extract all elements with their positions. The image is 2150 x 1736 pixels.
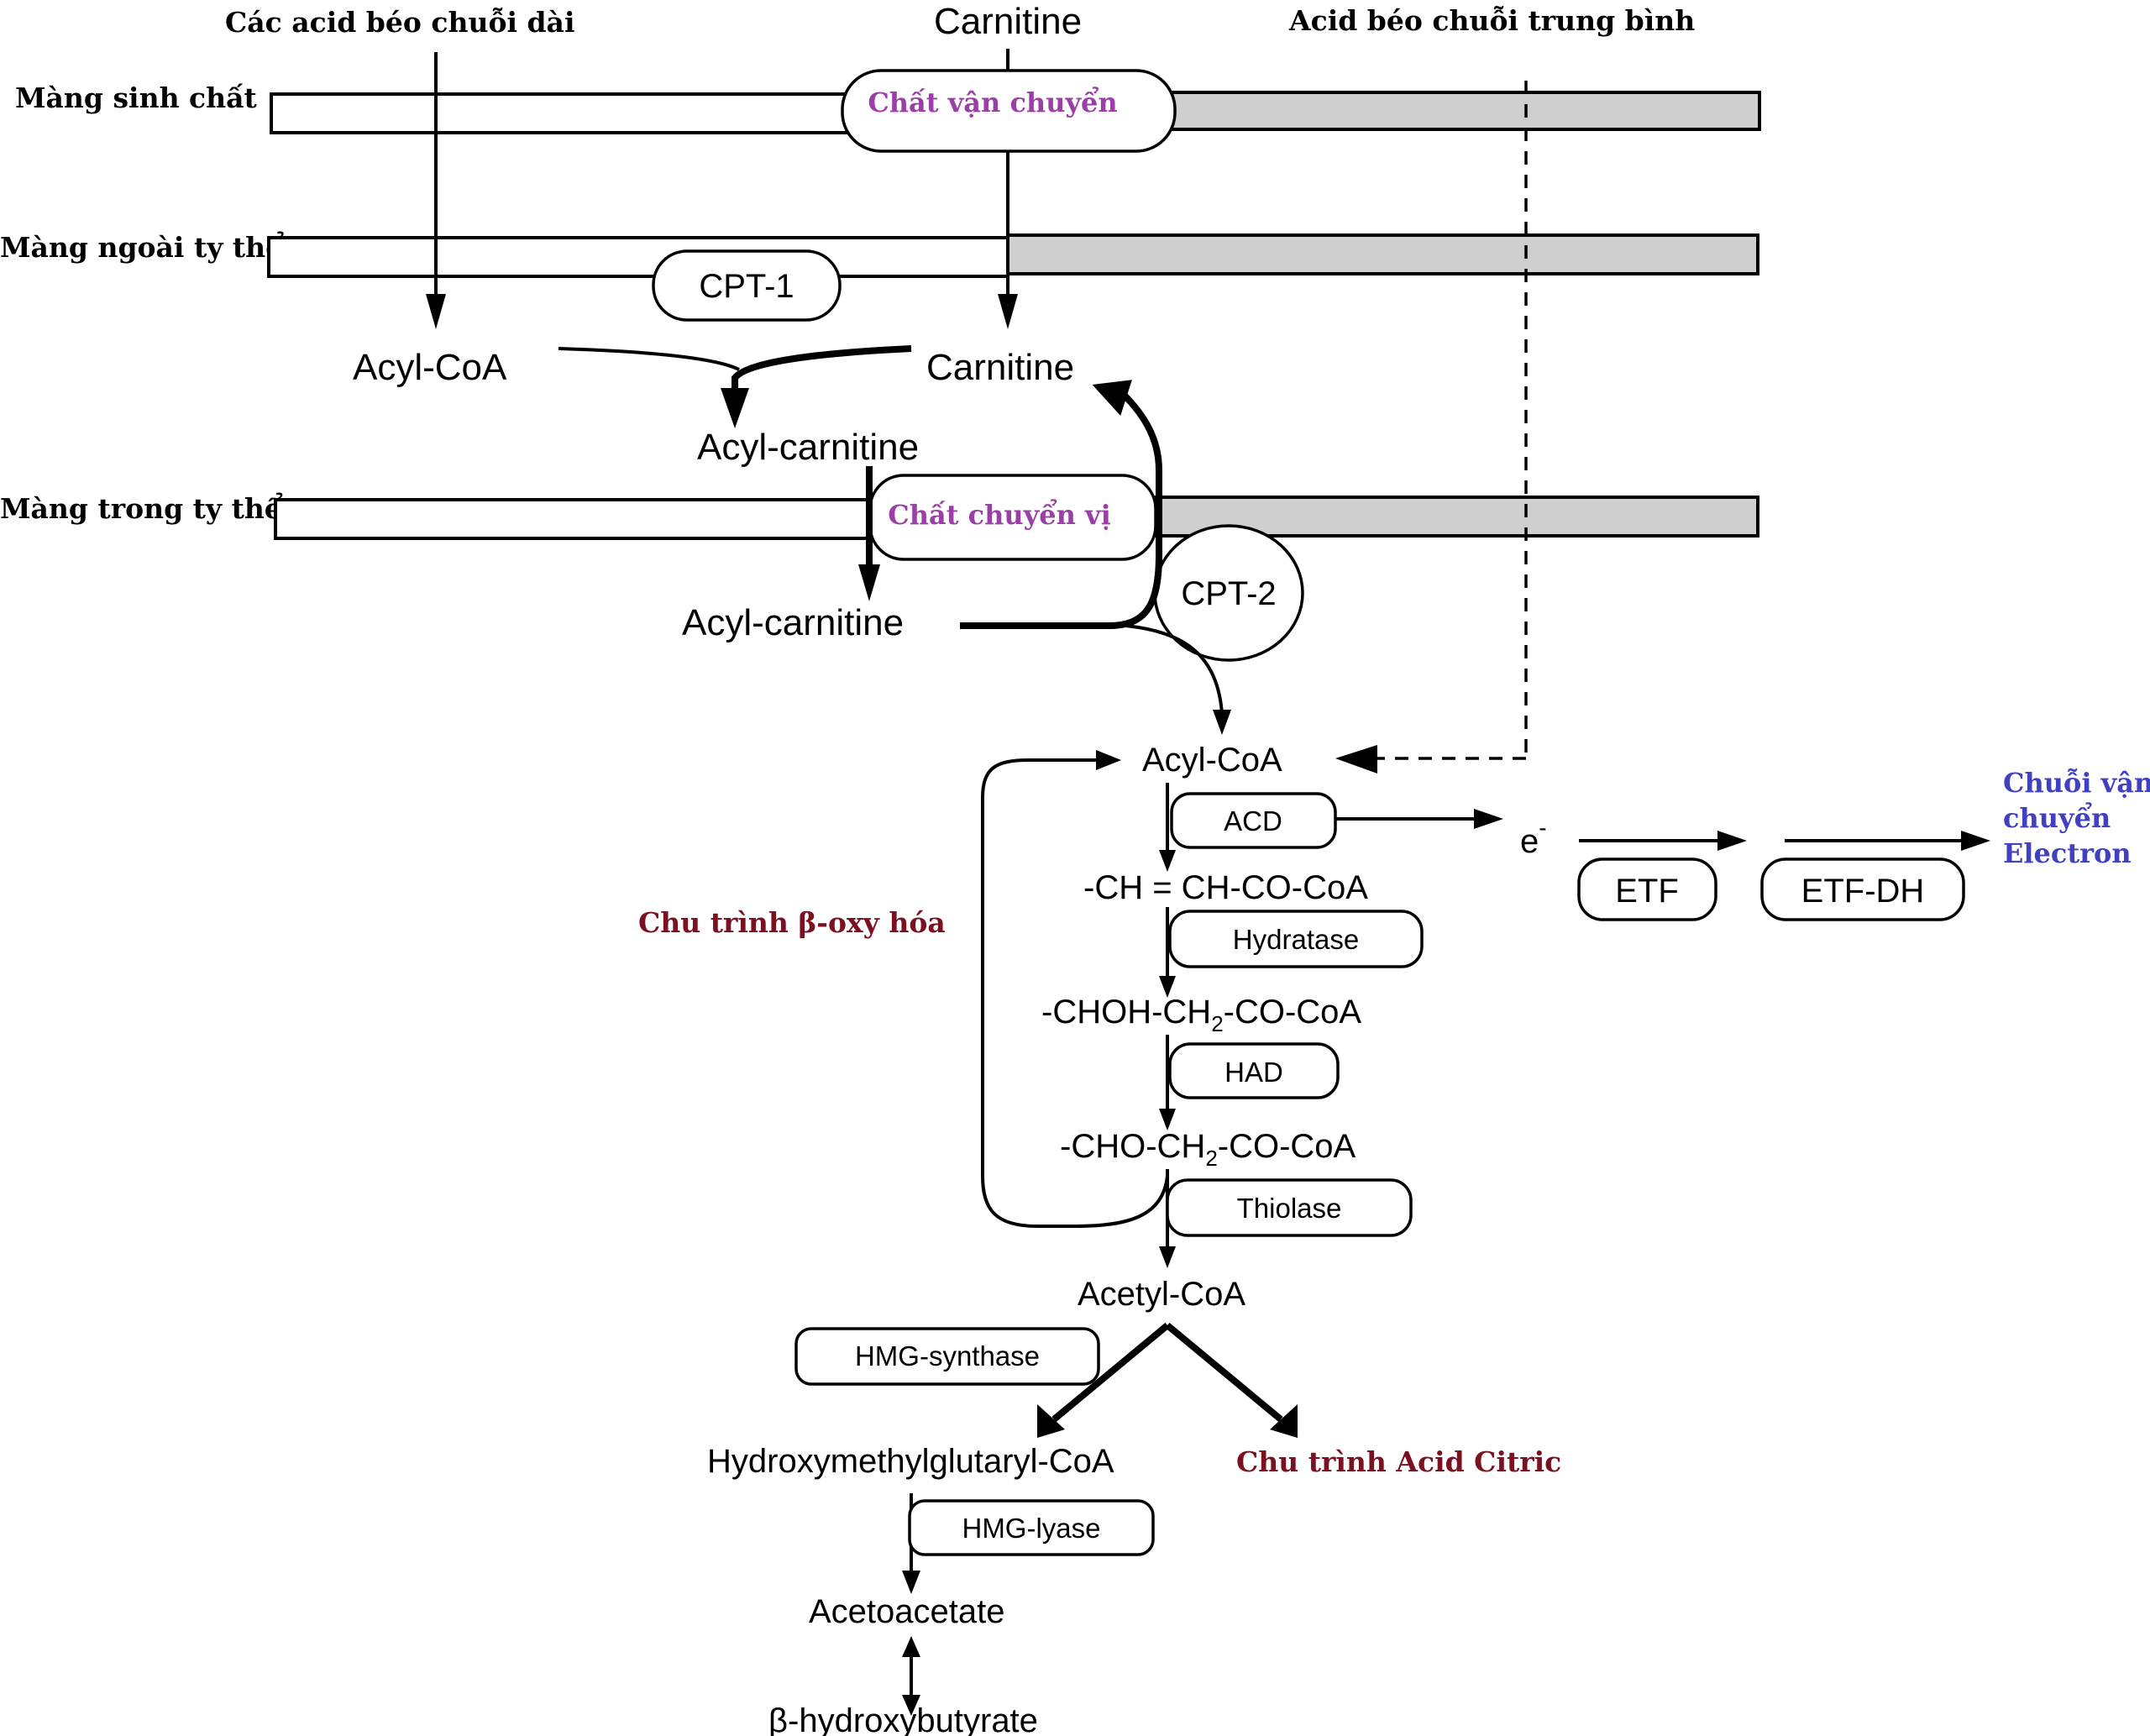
electron-chain-label-3: Electron xyxy=(2003,837,2132,869)
hydratase-label: Hydratase xyxy=(1233,924,1359,955)
enoyl-coa-step: -CH = CH-CO-CoA xyxy=(1083,869,1368,906)
arrowhead xyxy=(1092,380,1132,417)
acetyl-to-citric-arrow xyxy=(1165,1322,1283,1423)
thiolase-label: Thiolase xyxy=(1237,1193,1342,1224)
arrowhead xyxy=(721,388,749,428)
hydroxyacyl-coa-sub: 2 xyxy=(1211,1011,1223,1036)
outer-mito-membrane-label: Màng ngoài ty thể xyxy=(0,230,284,264)
acyl-coa-matrix: Acyl-CoA xyxy=(1142,742,1282,779)
arrowhead xyxy=(1159,976,1176,998)
arrowhead xyxy=(1037,1404,1065,1438)
hydroxyacyl-coa-b: -CO-CoA xyxy=(1224,994,1362,1031)
outer-mito-membrane-right xyxy=(1006,233,1759,275)
carnitine-to-junction-line xyxy=(732,345,912,395)
transporter-label: Chất vận chuyển xyxy=(868,86,1117,118)
etf-dh-label: ETF-DH xyxy=(1801,873,1925,910)
had-box xyxy=(1168,1042,1340,1099)
hmg-coa: Hydroxymethylglutaryl-CoA xyxy=(707,1443,1114,1480)
arrowhead xyxy=(1096,750,1121,770)
arrowhead xyxy=(858,564,880,601)
acyl-coa-to-junction-line xyxy=(558,347,740,371)
arrowhead xyxy=(1159,1246,1176,1268)
electron-chain-label-1: Chuỗi vận xyxy=(2003,767,2150,799)
arrowhead xyxy=(998,294,1018,329)
plasma-membrane-label: Màng sinh chất xyxy=(15,81,258,114)
hydroxyacyl-coa-step: -CHOH-CH2-CO-CoA xyxy=(1041,994,1361,1036)
had-label: HAD xyxy=(1224,1057,1283,1088)
plasma-membrane-right xyxy=(1157,91,1761,131)
long-chain-fatty-acid-label: Các acid béo chuỗi dài xyxy=(225,6,574,39)
beta-hydroxybutyrate: β-hydroxybutyrate xyxy=(768,1702,1038,1736)
cpt1-label: CPT-1 xyxy=(699,268,794,305)
cpt1-box xyxy=(652,249,842,322)
carnitine-top-label: Carnitine xyxy=(934,1,1082,42)
thiolase-box xyxy=(1166,1178,1413,1237)
acetyl-to-hmg-arrow xyxy=(1051,1322,1170,1423)
hmg-lyase-box xyxy=(908,1499,1155,1556)
translocase-label: Chất chuyển vị xyxy=(888,498,1111,531)
citric-acid-cycle-label: Chu trình Acid Citric xyxy=(1236,1445,1561,1478)
inner-mito-membrane-left xyxy=(274,498,875,540)
carnitine-cytosol: Carnitine xyxy=(926,347,1074,388)
acyl-coa-cytosol: Acyl-CoA xyxy=(353,347,507,388)
hydratase-box xyxy=(1168,910,1424,968)
beta-oxidation-cycle-label: Chu trình β-oxy hóa xyxy=(638,906,946,939)
acetyl-coa: Acetyl-CoA xyxy=(1078,1276,1245,1313)
arrowhead xyxy=(1159,850,1176,872)
ketoacyl-coa-b: -CO-CoA xyxy=(1218,1128,1356,1165)
arrowhead xyxy=(1961,831,1990,851)
electron-chain-label-2: chuyển xyxy=(2003,801,2111,834)
etf-dh-box xyxy=(1760,858,1965,921)
etf-box xyxy=(1577,858,1717,921)
carnitine-return-arrow xyxy=(960,385,1162,629)
medium-chain-fatty-acid-label: Acid béo chuỗi trung bình xyxy=(1288,4,1695,37)
arrowhead xyxy=(1335,745,1377,774)
beta-cycle-return-arrow xyxy=(981,758,1169,1228)
electron-charge: - xyxy=(1539,815,1546,841)
hmg-synthase-box xyxy=(794,1327,1100,1386)
acd-label: ACD xyxy=(1224,805,1282,837)
plasma-membrane-left xyxy=(270,92,861,134)
arrowhead xyxy=(902,1636,920,1657)
etf-label: ETF xyxy=(1615,873,1679,910)
cpt2-label: CPT-2 xyxy=(1181,575,1276,612)
arrowhead xyxy=(1717,831,1747,851)
arrowhead xyxy=(1159,1109,1176,1130)
arrowhead xyxy=(902,1571,920,1594)
inner-mito-membrane-label: Màng trong ty thể xyxy=(0,491,283,525)
arrowhead xyxy=(1213,710,1231,735)
acyl-carnitine-inner: Acyl-carnitine xyxy=(682,602,904,643)
hmg-synthase-label: HMG-synthase xyxy=(855,1340,1040,1371)
acetoacetate: Acetoacetate xyxy=(809,1593,1005,1630)
arrowhead xyxy=(1474,809,1503,829)
outer-mito-membrane-left xyxy=(267,236,1009,278)
electron-e: e xyxy=(1520,823,1539,860)
arrowhead xyxy=(1270,1404,1298,1438)
acyl-carnitine-outer: Acyl-carnitine xyxy=(697,427,919,468)
electron-symbol: e- xyxy=(1520,815,1547,860)
arrowhead xyxy=(902,1695,920,1716)
ketoacyl-coa-sub: 2 xyxy=(1205,1146,1217,1171)
hmg-lyase-label: HMG-lyase xyxy=(962,1513,1100,1544)
ketoacyl-coa-step: -CHO-CH2-CO-CoA xyxy=(1060,1128,1356,1171)
hydroxyacyl-coa-a: -CHOH-CH xyxy=(1041,994,1211,1031)
ketoacyl-coa-a: -CHO-CH xyxy=(1060,1128,1205,1165)
cpt2-to-acyl-coa-arrow xyxy=(1125,624,1224,715)
arrowhead xyxy=(426,294,446,329)
